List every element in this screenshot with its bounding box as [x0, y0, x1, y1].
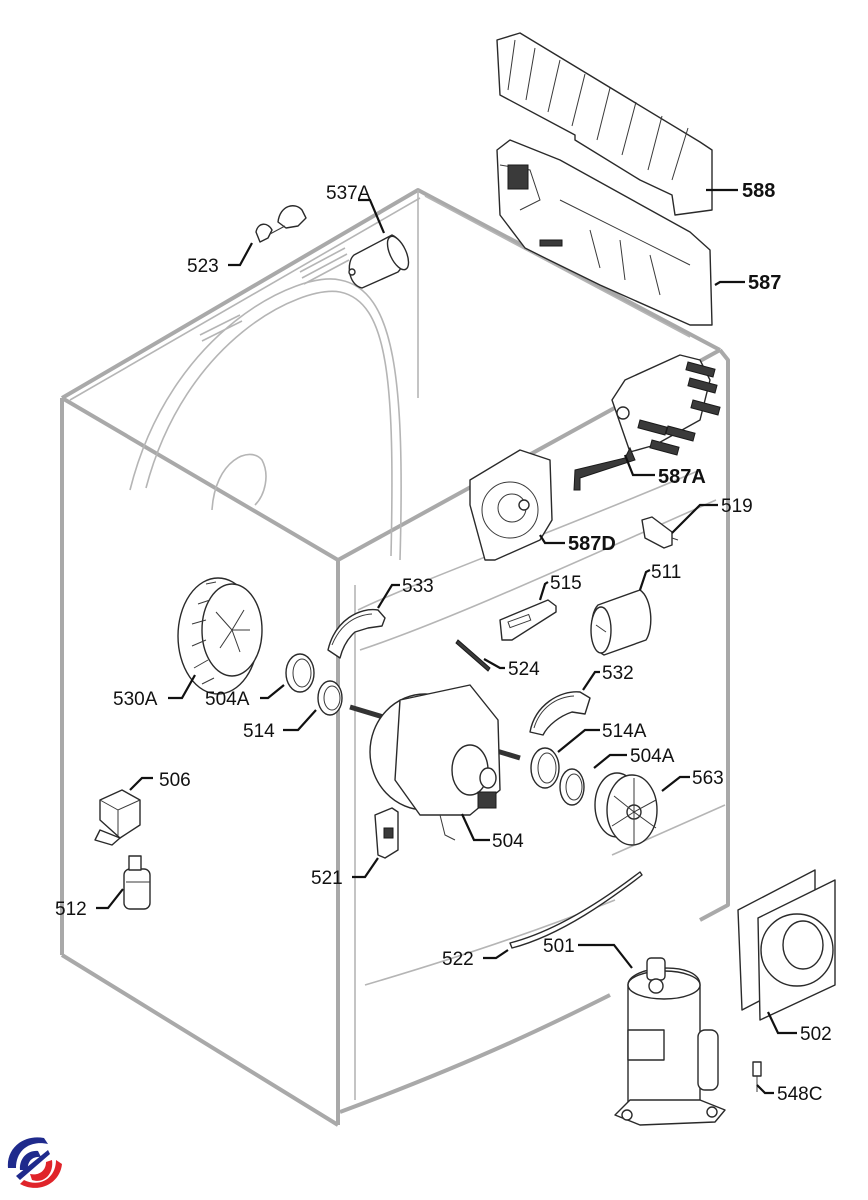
- logo-blue-arc-outer: [7, 1137, 48, 1168]
- leader-587A: [623, 454, 655, 477]
- label-514A[interactable]: 514A: [602, 721, 647, 742]
- label-502[interactable]: 502: [800, 1024, 832, 1045]
- leader-506: [129, 776, 153, 791]
- label-563[interactable]: 563: [692, 768, 724, 789]
- part-587D-selector[interactable]: [469, 449, 553, 561]
- leader-537A: [358, 198, 386, 234]
- logo-swirl-icon: [7, 1137, 62, 1188]
- part-530A-impeller[interactable]: [177, 577, 263, 695]
- part-511-capacitor[interactable]: [590, 589, 652, 656]
- leader-524: [483, 658, 505, 670]
- label-512[interactable]: 512: [55, 899, 87, 920]
- part-537A-capacitor[interactable]: [348, 233, 413, 289]
- label-587A[interactable]: 587A: [658, 466, 706, 488]
- label-548C[interactable]: 548C: [777, 1084, 822, 1105]
- part-588-cover[interactable]: [496, 32, 713, 216]
- part-504-motor[interactable]: [349, 684, 521, 841]
- label-511[interactable]: 511: [651, 562, 681, 583]
- part-504A-ring-right[interactable]: [559, 768, 585, 806]
- label-530A[interactable]: 530A: [113, 689, 158, 710]
- part-506-relay[interactable]: [94, 789, 141, 846]
- part-504A-ring-left[interactable]: [285, 653, 315, 693]
- leader-563: [661, 775, 690, 792]
- leader-533: [377, 583, 400, 609]
- leader-530A: [168, 674, 196, 700]
- part-512-filter[interactable]: [123, 855, 151, 910]
- leader-504: [461, 813, 490, 842]
- part-519-sensor[interactable]: [641, 516, 679, 549]
- leader-532: [582, 670, 600, 691]
- label-533[interactable]: 533: [402, 576, 434, 597]
- label-504A-right[interactable]: 504A: [630, 746, 675, 767]
- leader-521: [352, 857, 379, 879]
- part-522-strip[interactable]: [509, 871, 643, 949]
- label-519[interactable]: 519: [721, 496, 753, 517]
- label-532[interactable]: 532: [602, 663, 634, 684]
- label-524[interactable]: 524: [508, 659, 540, 680]
- leader-511: [638, 569, 651, 591]
- leader-501: [578, 943, 633, 969]
- label-521[interactable]: 521: [311, 868, 343, 889]
- leader-502: [767, 1011, 797, 1035]
- leader-lines: [96, 188, 797, 1095]
- label-537A[interactable]: 537A: [326, 183, 371, 204]
- logo-red-arc-outer: [20, 1160, 62, 1188]
- part-533-support[interactable]: [327, 608, 386, 659]
- part-563-pulley[interactable]: [594, 772, 658, 846]
- label-523[interactable]: 523: [187, 256, 219, 277]
- leader-548C: [756, 1084, 774, 1095]
- leader-515: [538, 581, 549, 601]
- label-587D[interactable]: 587D: [568, 533, 616, 555]
- label-506[interactable]: 506: [159, 770, 191, 791]
- label-522[interactable]: 522: [442, 949, 474, 970]
- leader-514A: [557, 728, 600, 753]
- leader-587D: [539, 534, 565, 545]
- logo-divider: [16, 1150, 50, 1180]
- leader-587: [714, 280, 745, 286]
- part-514-ring[interactable]: [317, 680, 343, 716]
- brand-logo: [7, 1137, 62, 1188]
- label-588[interactable]: 588: [742, 180, 775, 202]
- part-514A-ring[interactable]: [530, 747, 560, 789]
- logo-red-arc-inner: [30, 1160, 53, 1181]
- label-504A-left[interactable]: 504A: [205, 689, 250, 710]
- label-587[interactable]: 587: [748, 272, 781, 294]
- label-504[interactable]: 504: [492, 831, 524, 852]
- part-521-switch[interactable]: [374, 807, 399, 859]
- part-587A-button-board[interactable]: [573, 354, 721, 491]
- leader-522: [483, 949, 509, 960]
- part-524-spring[interactable]: [455, 639, 491, 672]
- leader-504A-right: [593, 753, 627, 769]
- leader-514: [283, 709, 317, 732]
- leader-523: [228, 242, 253, 267]
- part-labels: 588 587 587A 587D 537A 523 519 511 515 5…: [55, 180, 832, 1105]
- label-514[interactable]: 514: [243, 721, 275, 742]
- part-502-fan[interactable]: [737, 869, 836, 1021]
- part-532-support[interactable]: [529, 691, 591, 736]
- part-587-control-module[interactable]: [496, 139, 713, 326]
- leader-504A-left: [260, 684, 285, 700]
- part-548C-connector[interactable]: [752, 1061, 762, 1092]
- leader-519: [671, 503, 718, 534]
- logo-blue-arc-inner: [19, 1150, 41, 1170]
- part-515-bracket[interactable]: [499, 599, 557, 641]
- label-515[interactable]: 515: [550, 573, 582, 594]
- label-501[interactable]: 501: [543, 936, 575, 957]
- leader-512: [96, 888, 124, 910]
- part-501-compressor[interactable]: [614, 957, 726, 1126]
- part-523-clips[interactable]: [255, 205, 307, 243]
